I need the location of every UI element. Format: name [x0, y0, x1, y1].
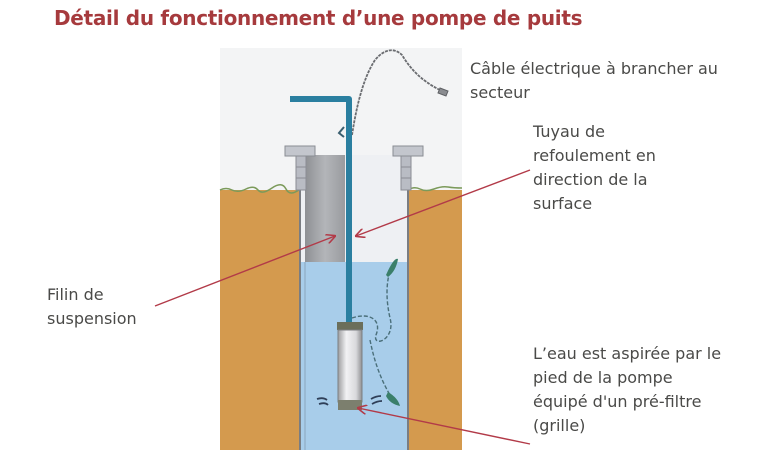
- electric-cable: [351, 49, 441, 136]
- diagram-title: Détail du fonctionnement d’une pompe de …: [54, 6, 583, 30]
- brick-rim: [284, 145, 424, 191]
- intake-flow-marks: [316, 395, 383, 406]
- label-suspension-wire: Filin de suspension: [47, 285, 137, 328]
- arrow-pipe: [356, 169, 531, 236]
- label-water-intake: L’eau est aspirée par le pied de la pomp…: [533, 344, 722, 435]
- plug-icon: [437, 87, 449, 97]
- label-electric-cable: Câble électrique à brancher au secteur: [470, 59, 718, 102]
- submersible-pump: [337, 322, 363, 410]
- arrow-wire: [154, 236, 335, 307]
- soil: [219, 184, 463, 450]
- arrow-water: [358, 408, 531, 445]
- label-discharge-pipe: Tuyau de refoulement en direction de la …: [533, 122, 656, 213]
- discharge-pipe: [290, 96, 352, 380]
- pump-cable: [351, 269, 392, 342]
